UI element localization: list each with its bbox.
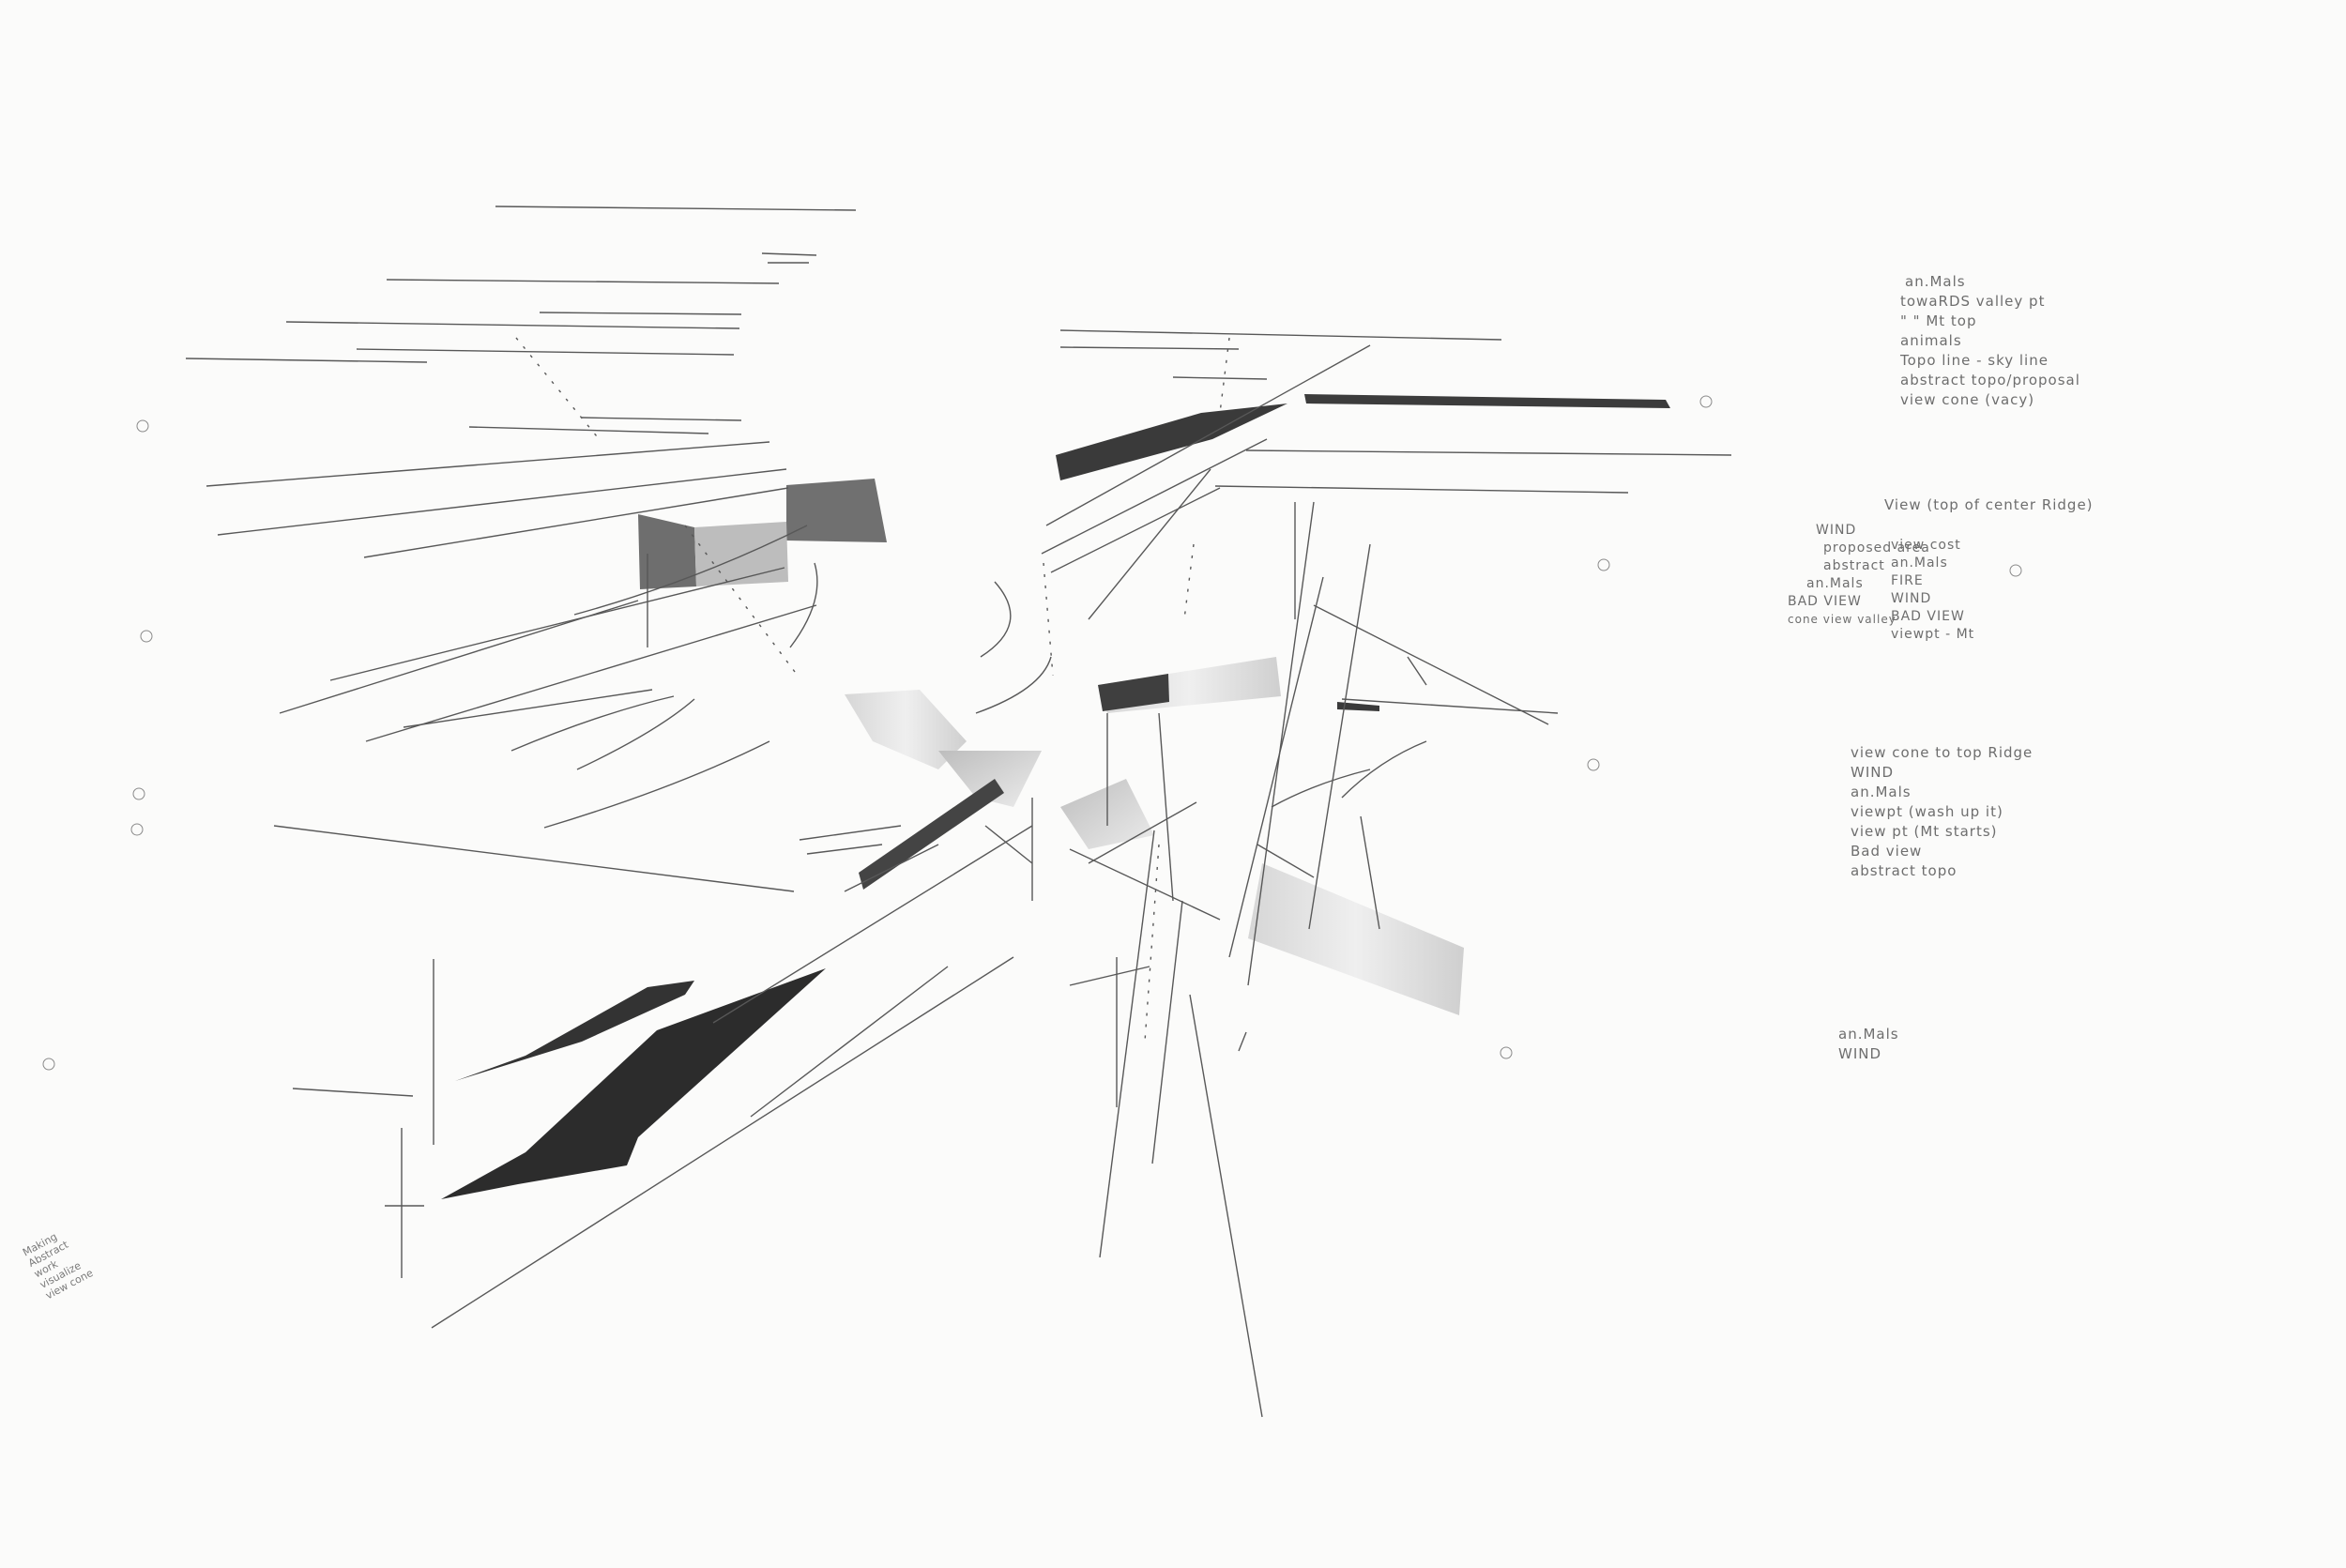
notes-group-4: an.Mals WIND	[1816, 1025, 1899, 1064]
notes-group-1: an.Mals towaRDS valley pt " " Mt top ani…	[1863, 272, 2080, 410]
note-line: an.Mals	[1851, 784, 1912, 800]
note-line: viewpt (wash up it)	[1851, 803, 2003, 820]
note-line: view cone (vacy)	[1900, 391, 2035, 408]
grey-panel-upper-left-a	[638, 514, 696, 589]
note-line: an.Mals	[1806, 576, 1864, 591]
note-line: abstract topo	[1851, 862, 1958, 879]
note-line: an.Mals	[1838, 1026, 1899, 1043]
note-line: proposed area	[1823, 540, 1930, 556]
note-line: WIND	[1838, 1045, 1882, 1062]
small-dark-chip	[1337, 702, 1379, 711]
note-line: Topo line - sky line	[1900, 352, 2049, 369]
shaded-planes	[441, 394, 1670, 1199]
grey-panel-upper-left-b	[694, 522, 788, 586]
note-line: FIRE	[1891, 573, 1924, 588]
grey-ramp-center	[938, 751, 1042, 807]
note-line: abstract	[1823, 558, 1885, 573]
notes-group-2-left: WIND proposed area abstract an.Mals BAD …	[1788, 522, 1930, 629]
note-line: View (top of center Ridge)	[1884, 496, 2094, 513]
note-line: an.Mals	[1891, 556, 1948, 571]
light-diagonal-band	[1248, 863, 1464, 1015]
dark-blade-lower	[441, 968, 826, 1199]
note-line: towaRDS valley pt	[1900, 293, 2046, 310]
linework	[185, 206, 1732, 1418]
marker-circle	[42, 1058, 55, 1071]
note-line: abstract topo/proposal	[1900, 372, 2080, 388]
note-line: WIND	[1851, 764, 1895, 781]
notes-group-2-header: View (top of center Ridge)	[1884, 495, 2094, 515]
note-line: view cost	[1891, 538, 1961, 553]
marker-circle	[1597, 558, 1610, 571]
note-line: WIND	[1816, 523, 1857, 538]
light-slab-center	[845, 690, 967, 769]
marker-circle	[1500, 1046, 1513, 1059]
note-line: viewpt - Mt	[1891, 627, 1975, 642]
note-line: Bad view	[1851, 843, 1923, 860]
marker-circle	[136, 419, 149, 433]
thin-dark-band	[859, 779, 1004, 890]
notes-group-2-right: view cost an.Mals FIRE WIND BAD VIEW vie…	[1891, 537, 1974, 644]
marker-circle	[140, 630, 153, 643]
marker-circle	[1587, 758, 1600, 771]
marker-circle	[2009, 564, 2022, 577]
dark-edge-right	[1098, 674, 1169, 711]
marker-circle	[130, 823, 144, 836]
dark-panel-upper-left	[786, 479, 887, 542]
dark-quad-top-right	[1056, 403, 1287, 480]
circle-markers	[42, 395, 2022, 1071]
note-line: view pt (Mt starts)	[1851, 823, 1998, 840]
marker-circle	[1699, 395, 1713, 408]
note-line: an.Mals	[1905, 273, 1966, 290]
notes-group-3: view cone to top Ridge WIND an.Mals view…	[1832, 743, 2033, 881]
note-line: WIND	[1891, 591, 1932, 606]
marker-circle	[132, 787, 145, 800]
note-line: animals	[1900, 332, 1962, 349]
note-line: BAD VIEW	[1788, 594, 1862, 609]
note-line: " " Mt top	[1900, 312, 1977, 329]
note-line: view cone to top Ridge	[1851, 744, 2034, 761]
dark-strip-top-right	[1304, 394, 1670, 408]
dark-blade-upper	[455, 981, 694, 1081]
note-line: BAD VIEW	[1891, 609, 1965, 624]
note-line: cone view valley	[1788, 613, 1897, 626]
